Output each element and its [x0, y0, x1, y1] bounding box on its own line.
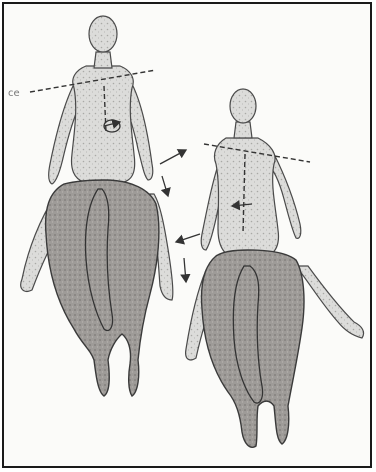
- right-horse-body: [202, 250, 304, 447]
- margin-note: ce: [8, 88, 20, 99]
- right-rider-leg-right: [296, 266, 364, 338]
- left-horse-body: [46, 180, 159, 396]
- figure-frame: ce: [2, 2, 372, 468]
- left-rider-neck: [94, 52, 112, 68]
- direction-arrow-up-right: [160, 150, 186, 164]
- left-horse: [46, 180, 159, 396]
- right-rider-neck: [234, 122, 252, 138]
- right-rider-torso: [214, 138, 278, 258]
- direction-arrow-left: [176, 234, 200, 242]
- direction-arrow-down: [162, 176, 168, 196]
- left-rider-head: [89, 16, 117, 52]
- rider-illustration: ce: [4, 4, 370, 466]
- right-horse: [202, 250, 304, 447]
- right-rider-head: [230, 89, 256, 123]
- direction-arrow-down-2: [184, 258, 186, 282]
